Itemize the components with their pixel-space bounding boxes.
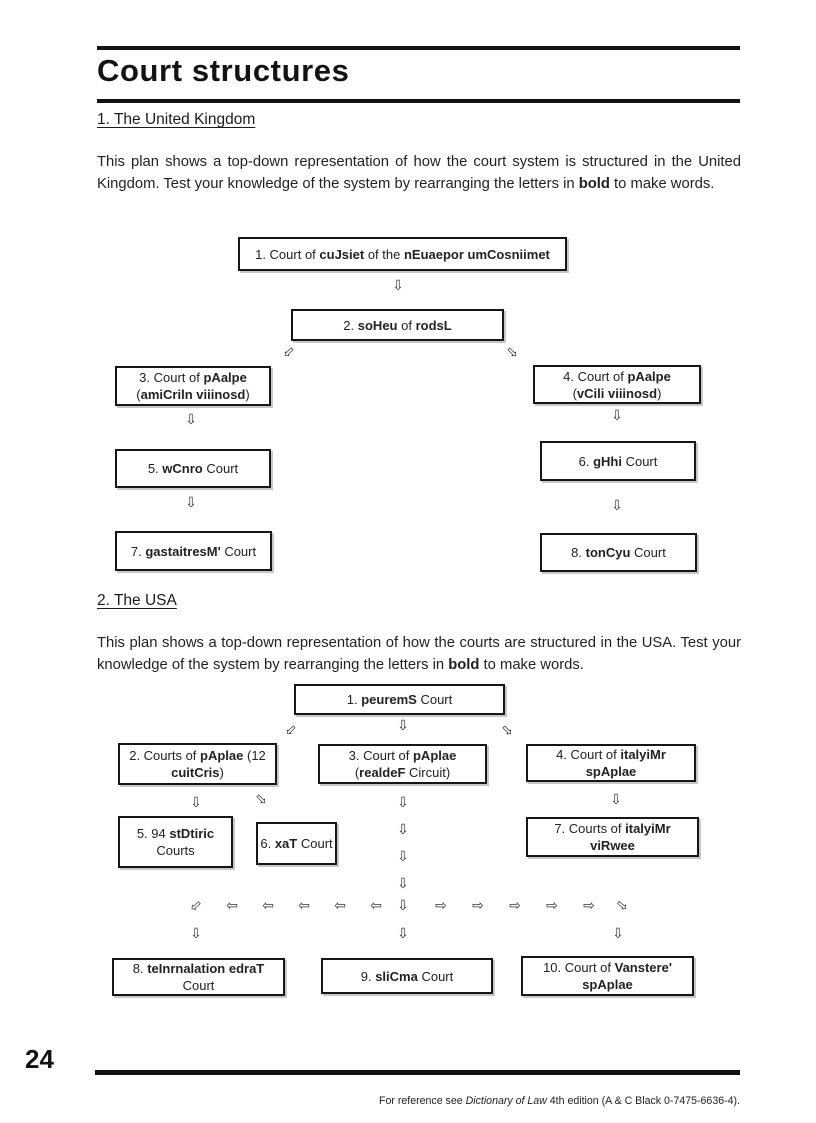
page-number: 24 [25, 1044, 54, 1074]
header-rule-bottom [97, 99, 740, 103]
left-arrow-icon: ⇦ [226, 898, 238, 914]
down-right-arrow-icon: ⇩ [503, 343, 523, 363]
down-arrow-icon: ⇩ [185, 412, 197, 428]
down-left-arrow-icon: ⇩ [280, 721, 300, 741]
usa-intro-paragraph: This plan shows a top-down representatio… [97, 635, 741, 673]
usa-box-2: 2. Courts of pAplae (12 cuitCris) [118, 743, 277, 785]
usa-box-8-line2: Court [182, 978, 215, 993]
reference-note: For reference see Dictionary of Law 4th … [379, 1094, 740, 1107]
down-arrow-icon: ⇩ [611, 498, 623, 514]
uk-box-8: 8. tonCyu Court [540, 533, 697, 572]
usa-box-3-line1: 3. Court of pAplae [348, 748, 457, 763]
uk-box-5: 5. wCnro Court [115, 449, 271, 488]
usa-box-5: 5. 94 stDtiric Courts [118, 816, 233, 868]
left-arrow-icon: ⇦ [334, 898, 346, 914]
left-arrow-icon: ⇦ [262, 898, 274, 914]
usa-box-7-line2: viRwee [590, 838, 635, 853]
down-left-arrow-icon: ⇩ [278, 343, 298, 363]
uk-box-5-text: 5. wCnro Court [147, 461, 239, 476]
down-arrow-icon: ⇩ [397, 718, 409, 734]
page-title: Court structures [97, 53, 350, 88]
right-arrow-icon: ⇨ [472, 898, 484, 914]
down-arrow-icon: ⇩ [397, 898, 409, 914]
uk-box-4-line1: 4. Court of pAalpe [563, 368, 671, 384]
down-arrow-icon: ⇩ [185, 495, 197, 511]
usa-box-9: 9. sliCma Court [321, 958, 493, 994]
down-arrow-icon: ⇩ [397, 926, 409, 942]
usa-box-7-line1: 7. Courts of italyiMr [554, 821, 671, 836]
right-arrow-icon: ⇨ [546, 898, 558, 914]
uk-box-6: 6. gHhi Court [540, 441, 696, 481]
down-arrow-icon: ⇩ [611, 408, 623, 424]
usa-box-8-line1: 8. teInrnalation edraT [132, 961, 265, 976]
uk-box-4-line2: (vCili viiinosd) [572, 385, 662, 401]
usa-box-4-line1: 4. Court of italyiMr [556, 747, 666, 762]
uk-box-8-text: 8. tonCyu Court [571, 545, 666, 560]
usa-box-10-line2: spAplae [582, 977, 633, 992]
usa-box-9-text: 9. sliCma Court [360, 968, 454, 984]
uk-box-6-text: 6. gHhi Court [578, 453, 658, 469]
right-arrow-icon: ⇨ [583, 898, 595, 914]
uk-intro-paragraph: This plan shows a top-down representatio… [97, 154, 741, 192]
down-arrow-icon: ⇩ [397, 822, 409, 838]
left-arrow-icon: ⇦ [298, 898, 310, 914]
usa-box-4: 4. Court of italyiMr spAplae [526, 744, 696, 782]
section-heading-usa: 2. The USA [97, 592, 177, 609]
uk-box-3-line2: (amiCriln viiinosd) [136, 387, 250, 402]
down-right-arrow-icon: ⇩ [498, 721, 518, 741]
down-arrow-icon: ⇩ [190, 926, 202, 942]
right-arrow-icon: ⇨ [435, 898, 447, 914]
uk-box-7: 7. gastaitresM' Court [115, 531, 272, 571]
uk-box-2-text: 2. soHeu of rodsL [343, 317, 452, 333]
usa-box-7: 7. Courts of italyiMr viRwee [526, 817, 699, 857]
down-arrow-icon: ⇩ [612, 926, 624, 942]
usa-box-2-line1: 2. Courts of pAplae (12 [129, 748, 266, 763]
uk-box-1: 1. Court of cuJsiet of the nEuaepor umCo… [238, 237, 567, 271]
uk-box-3-line1: 3. Court of pAalpe [139, 370, 247, 385]
down-arrow-icon: ⇩ [392, 278, 404, 294]
usa-box-5-line1: 5. 94 stDtiric [136, 826, 215, 841]
down-right-arrow-icon: ⇩ [252, 790, 272, 810]
header-rule-top [97, 46, 740, 50]
footer-rule [95, 1070, 740, 1075]
usa-box-8: 8. teInrnalation edraT Court [112, 958, 285, 996]
usa-box-4-line2: spAplae [585, 764, 637, 779]
down-arrow-icon: ⇩ [397, 876, 409, 892]
bent-down-right-arrow-icon: ⇨ [612, 896, 632, 916]
down-arrow-icon: ⇩ [397, 795, 409, 811]
left-arrow-icon: ⇦ [370, 898, 382, 914]
down-arrow-icon: ⇩ [610, 792, 622, 808]
usa-box-6-text: 6. xaT Court [260, 836, 333, 851]
usa-box-10: 10. Court of Vanstere' spAplae [521, 956, 694, 996]
down-arrow-icon: ⇩ [397, 849, 409, 865]
uk-box-2: 2. soHeu of rodsL [291, 309, 504, 341]
usa-box-3: 3. Court of pAplae (realdeF Circuit) [318, 744, 487, 784]
usa-box-1: 1. peuremS Court [294, 684, 505, 715]
usa-box-10-line1: 10. Court of Vanstere' [543, 960, 672, 975]
uk-box-1-text: 1. Court of cuJsiet of the nEuaepor umCo… [255, 246, 550, 262]
bent-down-left-arrow-icon: ⇦ [186, 896, 206, 916]
usa-box-3-line2: (realdeF Circuit) [354, 765, 451, 780]
usa-box-1-text: 1. peuremS Court [346, 692, 453, 707]
section-heading-uk: 1. The United Kingdom [97, 111, 256, 128]
right-arrow-icon: ⇨ [509, 898, 521, 914]
uk-box-4: 4. Court of pAalpe (vCili viiinosd) [533, 365, 701, 404]
usa-box-6: 6. xaT Court [256, 822, 337, 865]
uk-box-3: 3. Court of pAalpe (amiCriln viiinosd) [115, 366, 271, 406]
down-arrow-icon: ⇩ [190, 795, 202, 811]
usa-box-5-line2: Courts [156, 843, 195, 858]
uk-box-7-text: 7. gastaitresM' Court [130, 543, 257, 559]
usa-box-2-line2: cuitCris) [171, 765, 224, 780]
